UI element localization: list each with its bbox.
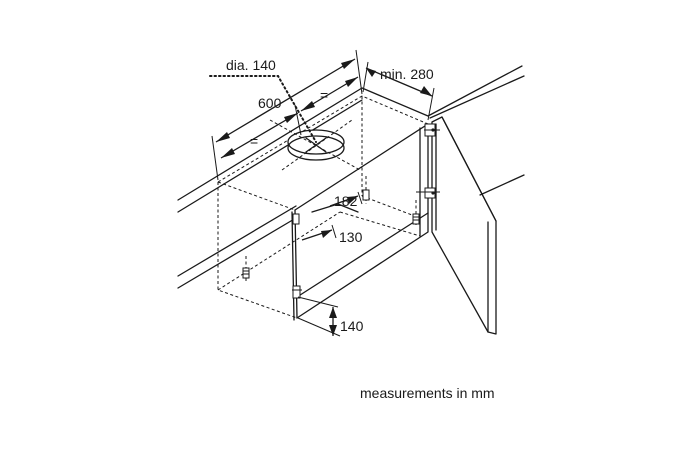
label-130: 130 [339,229,363,245]
cabinet-top [217,95,429,211]
cabinet-door [431,116,497,335]
label-182: 182 [334,193,358,209]
duct-opening [269,119,361,171]
label-diameter: dia. 140 [226,57,276,73]
dimension-182 [311,191,363,213]
dimension-width [211,49,363,181]
units-note: measurements in mm [360,385,495,401]
dimension-height-140 [297,296,341,337]
hinge-middle [416,187,440,199]
hinge-lower [292,285,302,299]
wall-lines [177,65,525,289]
dimension-130 [301,224,337,241]
label-width-600: 600 [258,95,282,111]
screw-right [412,200,420,226]
label-140: 140 [340,318,364,334]
label-equal-right: = [320,87,328,103]
label-min-depth: min. 280 [380,66,434,82]
hinge-upper-left [292,213,300,225]
cabinet-body [217,123,429,321]
diameter-leader [209,75,317,143]
hinge-top [424,123,440,137]
screw-back [362,176,370,204]
dimension-min-depth [362,61,435,121]
screw-left [242,256,250,282]
label-equal-left: = [250,133,258,149]
